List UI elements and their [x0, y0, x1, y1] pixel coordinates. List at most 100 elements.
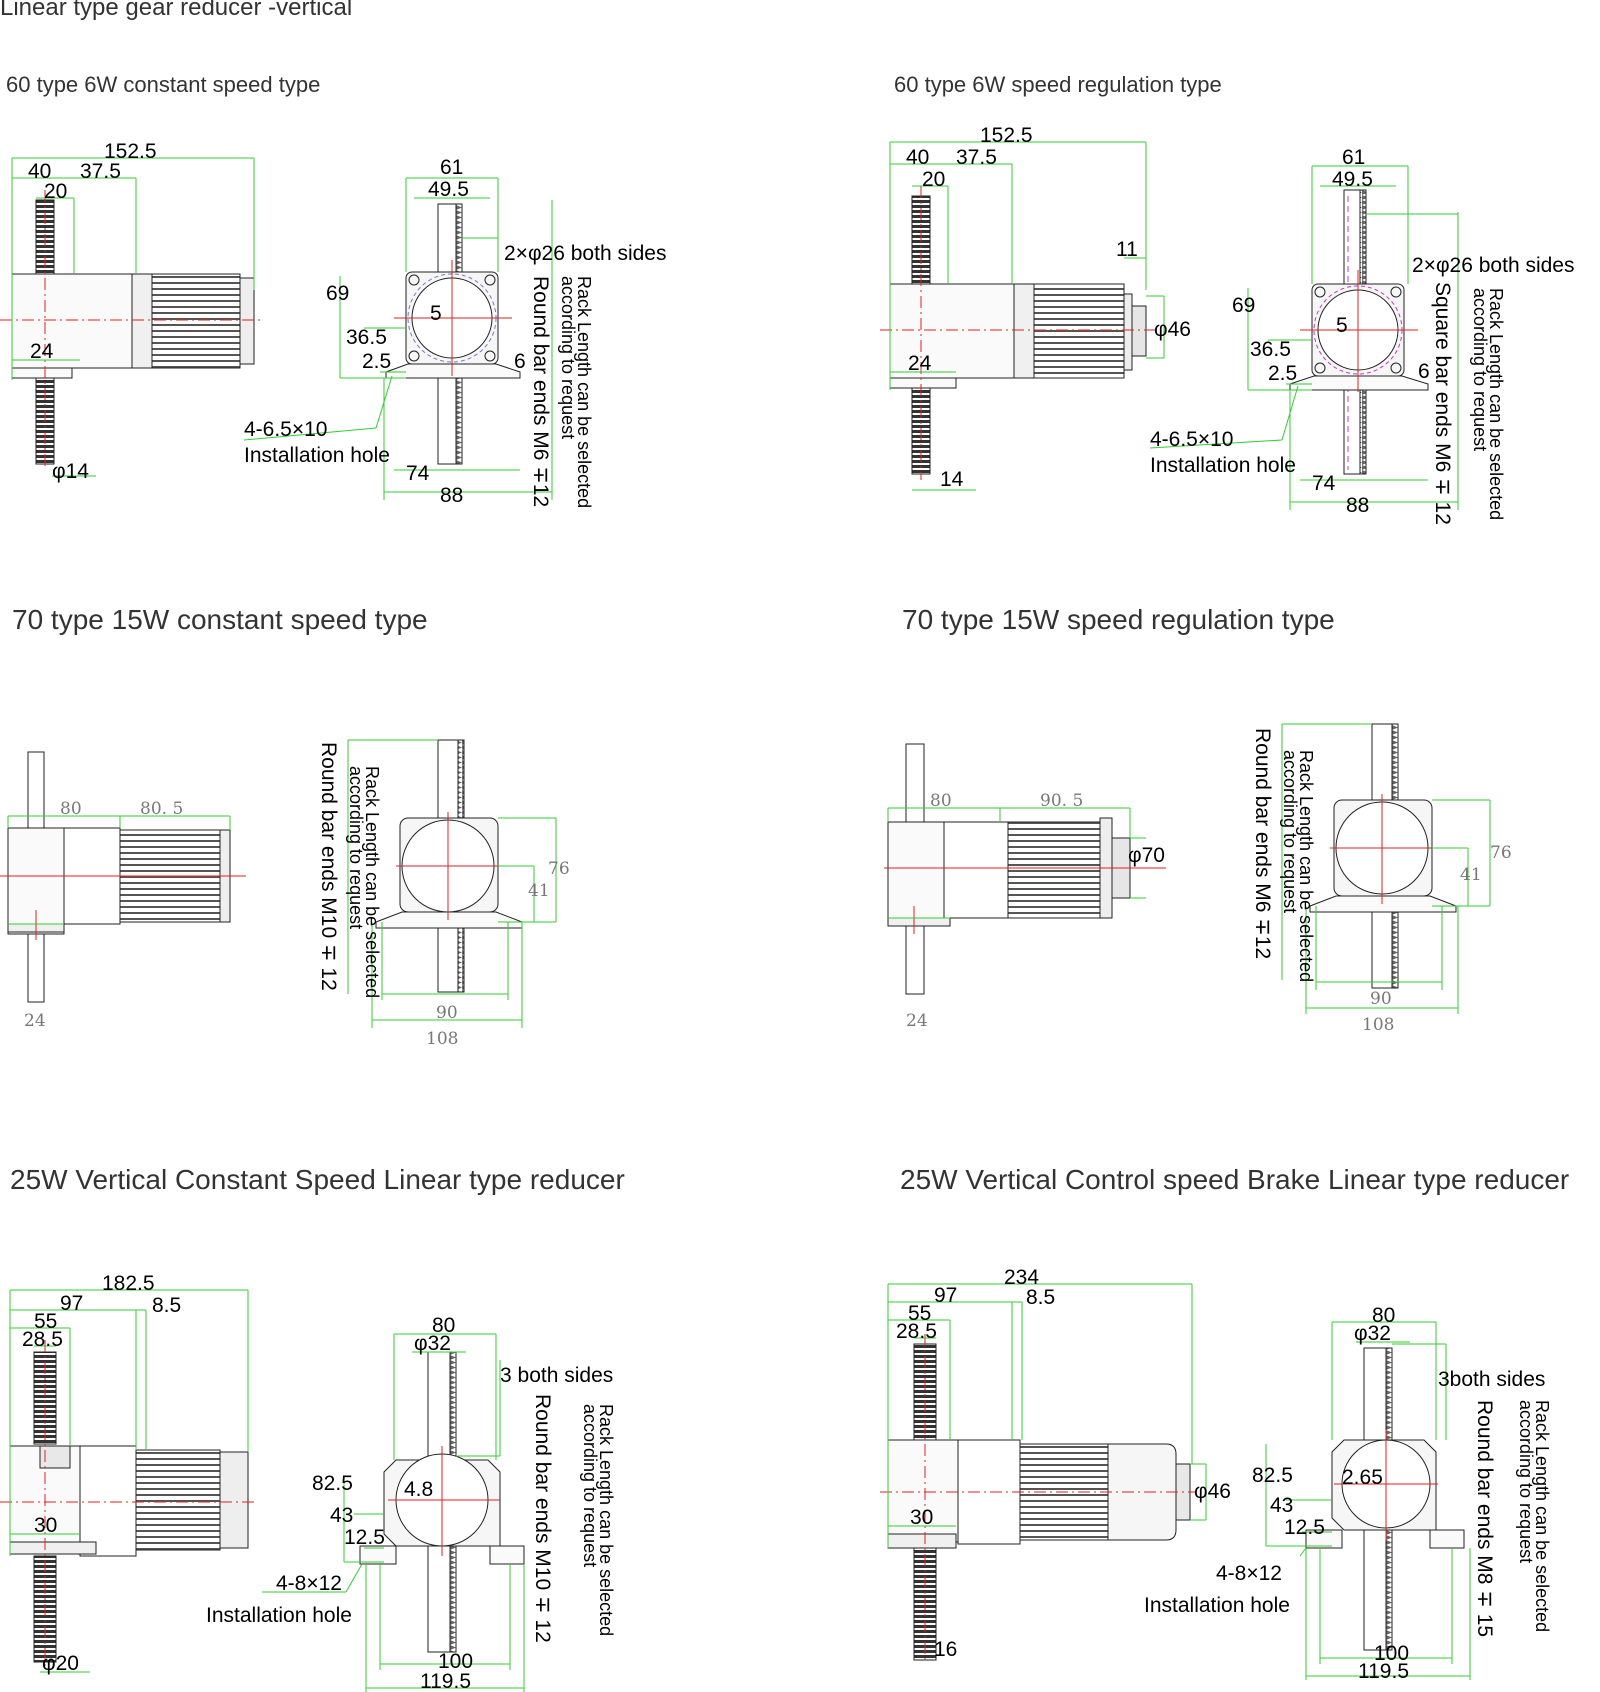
dimension-label: 80. 5: [140, 799, 183, 819]
dimension-label: 20: [922, 168, 945, 191]
drawing-25w-constant-front: [262, 1333, 525, 1692]
dimension-label: 37.5: [956, 146, 997, 169]
page-title: Linear type gear reducer -vertical: [0, 0, 353, 21]
dim-total: 152.5: [104, 140, 157, 163]
dimension-label: 8.5: [1026, 1286, 1055, 1309]
dimension-label: Installation hole: [1144, 1594, 1290, 1617]
dimension-label: 55: [34, 1310, 57, 1333]
dimension-label: 182.5: [102, 1272, 155, 1295]
dimension-label: 80: [1372, 1304, 1395, 1327]
note-rack-2: according to request: [558, 276, 578, 439]
note-hole-label: Installation hole: [244, 444, 390, 467]
dimension-label: 12.5: [1284, 1516, 1325, 1539]
drawing-25w-brake-front: [1265, 1321, 1471, 1680]
dimension-label: 234: [1004, 1266, 1039, 1289]
dimension-label: 28.5: [22, 1328, 63, 1351]
dimension-label: Installation hole: [206, 1604, 352, 1627]
dimension-label: 82.5: [312, 1472, 353, 1495]
dim-t: 2.5: [362, 350, 391, 373]
drawing-70-regulation-side: [884, 743, 1166, 995]
dimension-label: 61: [1342, 146, 1365, 169]
dims-70-regulation: 80 90. 5 φ70 24 76 41 90 108 Round bar e…: [906, 728, 1512, 1035]
dim-c-front: 5: [430, 302, 442, 325]
dimension-label: 97: [60, 1292, 83, 1315]
dim-b: 37.5: [80, 160, 121, 183]
dim-b1: 74: [406, 462, 430, 485]
section-title-60-constant: 60 type 6W constant speed type: [6, 72, 321, 97]
dimension-label: Rack Length can be selected: [1486, 288, 1506, 520]
dimension-label: 2.5: [1268, 362, 1297, 385]
dimension-label: 80: [60, 799, 82, 819]
dims-60-constant: 152.5 40 37.5 20 24 φ14 61 49.5 69 36.5 …: [28, 140, 666, 508]
drawing-70-constant-side: [0, 751, 246, 1003]
dimension-label: 76: [1490, 843, 1512, 863]
dimension-label: Rack Length can be selected: [362, 766, 382, 998]
dimension-label: Round bar ends M10 ∓ 12: [317, 742, 340, 991]
dimension-label: 3 both sides: [500, 1364, 613, 1387]
dim-a: 40: [28, 160, 51, 183]
dimension-label: 43: [1270, 1494, 1293, 1517]
dimension-label: 12.5: [344, 1526, 385, 1549]
dimension-label: 4-6.5×10: [1150, 428, 1234, 451]
dimension-label: 16: [934, 1638, 957, 1661]
dimension-label: Rack Length can be selected: [1296, 750, 1316, 982]
drawing-60-regulation-side: [880, 141, 1165, 491]
dimension-label: 97: [934, 1284, 957, 1307]
dimension-label: 43: [330, 1504, 353, 1527]
dim-d: 24: [30, 340, 54, 363]
dimension-label: 119.5: [1358, 1660, 1409, 1683]
dimension-label: 49.5: [1332, 168, 1373, 191]
dimension-label: φ70: [1128, 844, 1165, 867]
dimension-label: φ32: [1354, 1322, 1391, 1345]
dimension-label: φ46: [1194, 1480, 1231, 1503]
dimension-label: 4.8: [404, 1478, 433, 1501]
dimension-label: φ46: [1154, 318, 1191, 341]
dimension-label: 55: [908, 1302, 931, 1325]
dimension-label: φ20: [42, 1652, 79, 1675]
dimension-label: φ32: [414, 1332, 451, 1355]
dimension-label: 24: [906, 1011, 928, 1031]
dimension-label: 152.5: [980, 124, 1033, 147]
section-title-25w-constant: 25W Vertical Constant Speed Linear type …: [10, 1164, 625, 1195]
dimension-label: according to request: [1280, 750, 1300, 913]
dimension-label: 5: [1336, 314, 1348, 337]
dimension-label: 40: [906, 146, 929, 169]
dimension-label: 30: [910, 1506, 933, 1529]
dimension-label: according to request: [1470, 288, 1490, 451]
note-bar-ends: Round bar ends M6 ∓12: [529, 276, 552, 507]
dim-h2: 36.5: [346, 326, 387, 349]
dimension-label: Installation hole: [1150, 454, 1296, 477]
dim-h: 69: [326, 282, 349, 305]
dimension-label: Rack Length can be selected: [596, 1404, 616, 1636]
dimension-label: 24: [24, 1011, 46, 1031]
section-title-60-regulation: 60 type 6W speed regulation type: [894, 72, 1222, 97]
dimension-label: according to request: [580, 1404, 600, 1567]
dimension-label: 80: [432, 1314, 455, 1337]
dimension-label: 30: [34, 1514, 57, 1537]
dimension-label: 11: [1116, 238, 1138, 261]
dimension-label: 4-8×12: [1216, 1562, 1282, 1585]
section-title-25w-brake: 25W Vertical Control speed Brake Linear …: [900, 1164, 1570, 1195]
dimension-label: 80: [930, 791, 952, 811]
dim-c: 20: [44, 180, 67, 203]
dims-25w-brake: 234 97 8.5 55 28.5 φ46 30 16 80 φ32 82.5…: [896, 1266, 1552, 1683]
note-sides: 2×φ26 both sides: [504, 242, 666, 265]
dimension-label: according to request: [346, 766, 366, 929]
dimension-label: 74: [1312, 472, 1336, 495]
dimension-label: Round bar ends M6 ∓12: [1251, 728, 1274, 959]
drawing-60-regulation-front: [1149, 165, 1459, 510]
dimension-label: 90: [436, 1003, 458, 1023]
dim-w2: 49.5: [428, 178, 469, 201]
dim-shaft: φ14: [52, 460, 89, 483]
dim-b2: 88: [440, 484, 463, 507]
dimension-label: 2.65: [1342, 1466, 1383, 1489]
dimension-label: 41: [1460, 865, 1482, 885]
dim-w1: 61: [440, 156, 463, 179]
dimension-label: 108: [426, 1029, 458, 1049]
dimension-label: according to request: [1516, 1400, 1536, 1563]
section-title-70-regulation: 70 type 15W speed regulation type: [902, 604, 1335, 635]
drawing-60-constant-front: [243, 177, 553, 500]
dims-25w-constant: 182.5 97 8.5 55 28.5 30 φ20 80 φ32 82.5 …: [22, 1272, 616, 1692]
dimension-label: 108: [1362, 1015, 1394, 1035]
dimension-label: 4-8×12: [276, 1572, 342, 1595]
